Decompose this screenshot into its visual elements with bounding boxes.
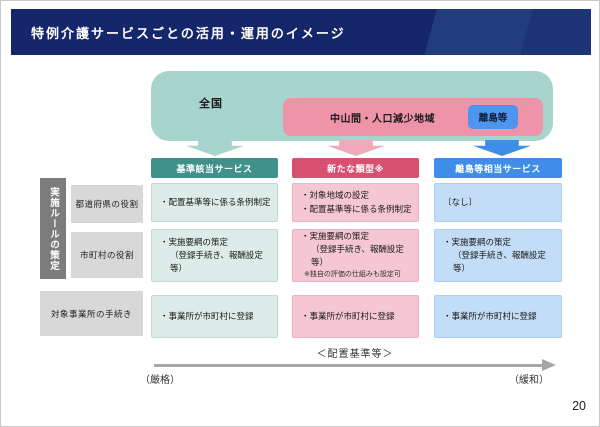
side-label-implementation-rules: 実施ルールの策定	[40, 178, 66, 279]
cell-prefecture-new-type: ・対象地域の設定 ・配置基準等に係る条例制定	[292, 183, 419, 222]
cell-prefecture-rito: 〔なし〕	[434, 183, 562, 222]
cell-municipality-kijun: ・実施要綱の策定 （登録手続き、報酬設定等）	[151, 229, 278, 282]
column-header-rito-soto: 離島等相当サービス	[434, 158, 562, 178]
cell-provider-kijun: ・事業所が市町村に登録	[151, 295, 278, 338]
depopulated-area-label: 中山間・人口減少地域	[330, 113, 435, 125]
down-arrow-icon	[327, 140, 385, 156]
right-arrow-icon	[154, 364, 543, 367]
footnote: ※独自の評価の仕組みも設定可	[304, 271, 401, 279]
down-arrow-icon	[473, 140, 531, 156]
axis-label-placement-standards: ＜配置基準等＞	[316, 349, 394, 360]
column-header-new-type: 新たな類型※	[292, 158, 419, 178]
column-header-kijun-gaito: 基準該当サービス	[151, 158, 278, 178]
national-label: 全国	[199, 98, 223, 110]
axis-right-relaxed-label: （緩和）	[509, 375, 549, 386]
cell-municipality-new-type: ・実施要綱の策定 （登録手続き、報酬設定等） ※独自の評価の仕組みも設定可	[292, 229, 419, 282]
row-label-provider-procedure: 対象事業所の手続き	[40, 291, 143, 336]
national-region-box: 全国 中山間・人口減少地域 離島等	[151, 71, 553, 141]
cell-municipality-rito: ・実施要綱の策定 （登録手続き、報酬設定等）	[434, 229, 562, 282]
cell-provider-rito: ・事業所が市町村に登録	[434, 295, 562, 338]
cell-prefecture-kijun: ・配置基準等に係る条例制定	[151, 183, 278, 222]
page-number: 20	[572, 399, 586, 413]
depopulated-area-band: 中山間・人口減少地域 離島等	[283, 98, 543, 136]
down-arrow-icon	[186, 140, 244, 156]
title-bar: 特例介護サービスごとの活用・運用のイメージ	[11, 9, 591, 55]
remote-islands-label: 離島等	[478, 113, 508, 124]
cell-provider-new-type: ・事業所が市町村に登録	[292, 295, 419, 338]
remote-islands-chip: 離島等	[468, 105, 518, 129]
row-label-prefecture: 都道府県の役割	[71, 185, 143, 223]
page-title: 特例介護サービスごとの活用・運用のイメージ	[31, 25, 346, 41]
right-arrow-head-icon	[542, 359, 556, 371]
axis-left-strict-label: （厳格）	[140, 375, 180, 386]
row-label-municipality: 市町村の役割	[71, 232, 143, 278]
